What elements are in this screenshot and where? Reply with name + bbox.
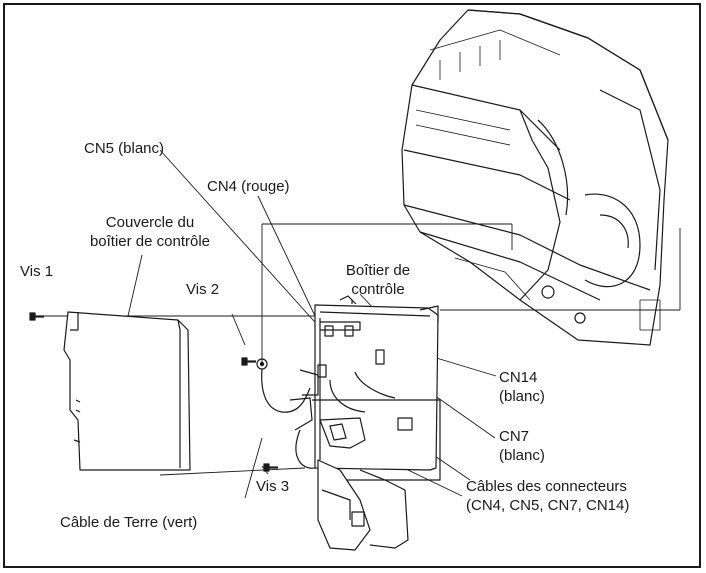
screw-3 <box>263 463 278 472</box>
label-control-box-line1: Boîtier de <box>345 262 411 279</box>
label-vis2: Vis 2 <box>186 281 220 298</box>
label-cover-line2: boîtier de contrôle <box>89 233 211 250</box>
label-vis3: Vis 3 <box>256 478 290 495</box>
label-vis1: Vis 1 <box>20 263 54 280</box>
label-cables-line2: (CN4, CN5, CN7, CN14) <box>466 497 630 514</box>
screw-1 <box>29 312 44 321</box>
label-earth-cable: Câble de Terre (vert) <box>60 514 198 531</box>
label-cn14-line1: CN14 <box>499 369 538 386</box>
label-cn5: CN5 (blanc) <box>84 140 165 157</box>
label-control-box-line2: contrôle <box>351 281 405 298</box>
label-cn4: CN4 (rouge) <box>207 178 290 195</box>
label-cover-line1: Couvercle du <box>105 214 195 231</box>
label-cables-line1: Câbles des connecteurs <box>466 478 627 495</box>
label-cn14-line2: (blanc) <box>499 388 545 405</box>
label-cn7-line1: CN7 <box>499 428 530 445</box>
control-box-cover <box>63 311 191 471</box>
earth-cable <box>256 358 311 413</box>
label-cn7-line2: (blanc) <box>499 447 545 464</box>
indoor-unit <box>401 9 669 346</box>
control-box <box>289 295 441 551</box>
screw-2 <box>241 357 256 366</box>
